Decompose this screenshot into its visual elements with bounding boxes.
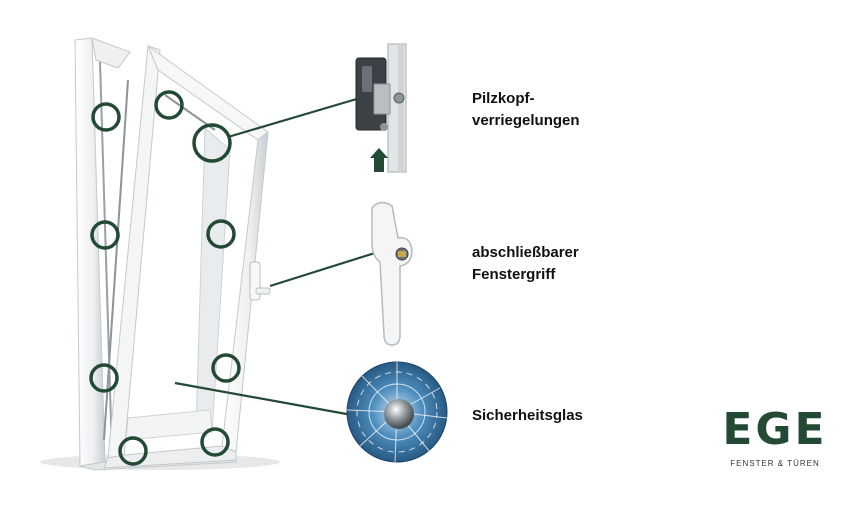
locking-point-marker xyxy=(154,90,184,120)
feature-label-lock: Pilzkopf- verriegelungen xyxy=(472,88,580,132)
window-handle-icon xyxy=(371,201,413,346)
feature-label-lock-line-1: Pilzkopf- xyxy=(472,90,535,107)
brand-name: EGE xyxy=(722,404,828,455)
feature-label-handle-line-1: abschließbarer xyxy=(472,244,579,261)
locking-point-marker xyxy=(206,219,236,249)
locking-point-markers xyxy=(89,90,241,466)
locking-point-marker xyxy=(90,220,120,250)
feature-label-lock-line-2: verriegelungen xyxy=(472,112,580,129)
locking-point-marker xyxy=(211,353,241,383)
feature-label-handle: abschließbarer Fenstergriff xyxy=(472,242,579,286)
leader-line-glass xyxy=(174,381,353,417)
sash-handle-icon xyxy=(249,261,271,301)
locking-point-marker xyxy=(118,436,148,466)
locking-point-marker xyxy=(200,427,230,457)
brand-logo: EGE FENSTER & TÜREN xyxy=(700,404,850,469)
feature-label-glass-line-1: Sicherheitsglas xyxy=(472,407,583,424)
leader-lines xyxy=(174,96,379,417)
window-sash xyxy=(103,44,269,469)
locking-point-marker xyxy=(91,102,121,132)
feature-label-glass: Sicherheitsglas xyxy=(472,405,583,427)
locking-point-marker xyxy=(89,363,119,393)
safety-glass-icon xyxy=(346,361,448,463)
locking-point-marker xyxy=(192,123,232,163)
brand-tagline: FENSTER & TÜREN xyxy=(730,459,820,468)
feature-label-handle-line-2: Fenstergriff xyxy=(472,266,556,283)
mushroom-lock-icon xyxy=(355,43,407,173)
leader-line-lock xyxy=(227,96,361,139)
leader-line-handle xyxy=(269,250,379,288)
